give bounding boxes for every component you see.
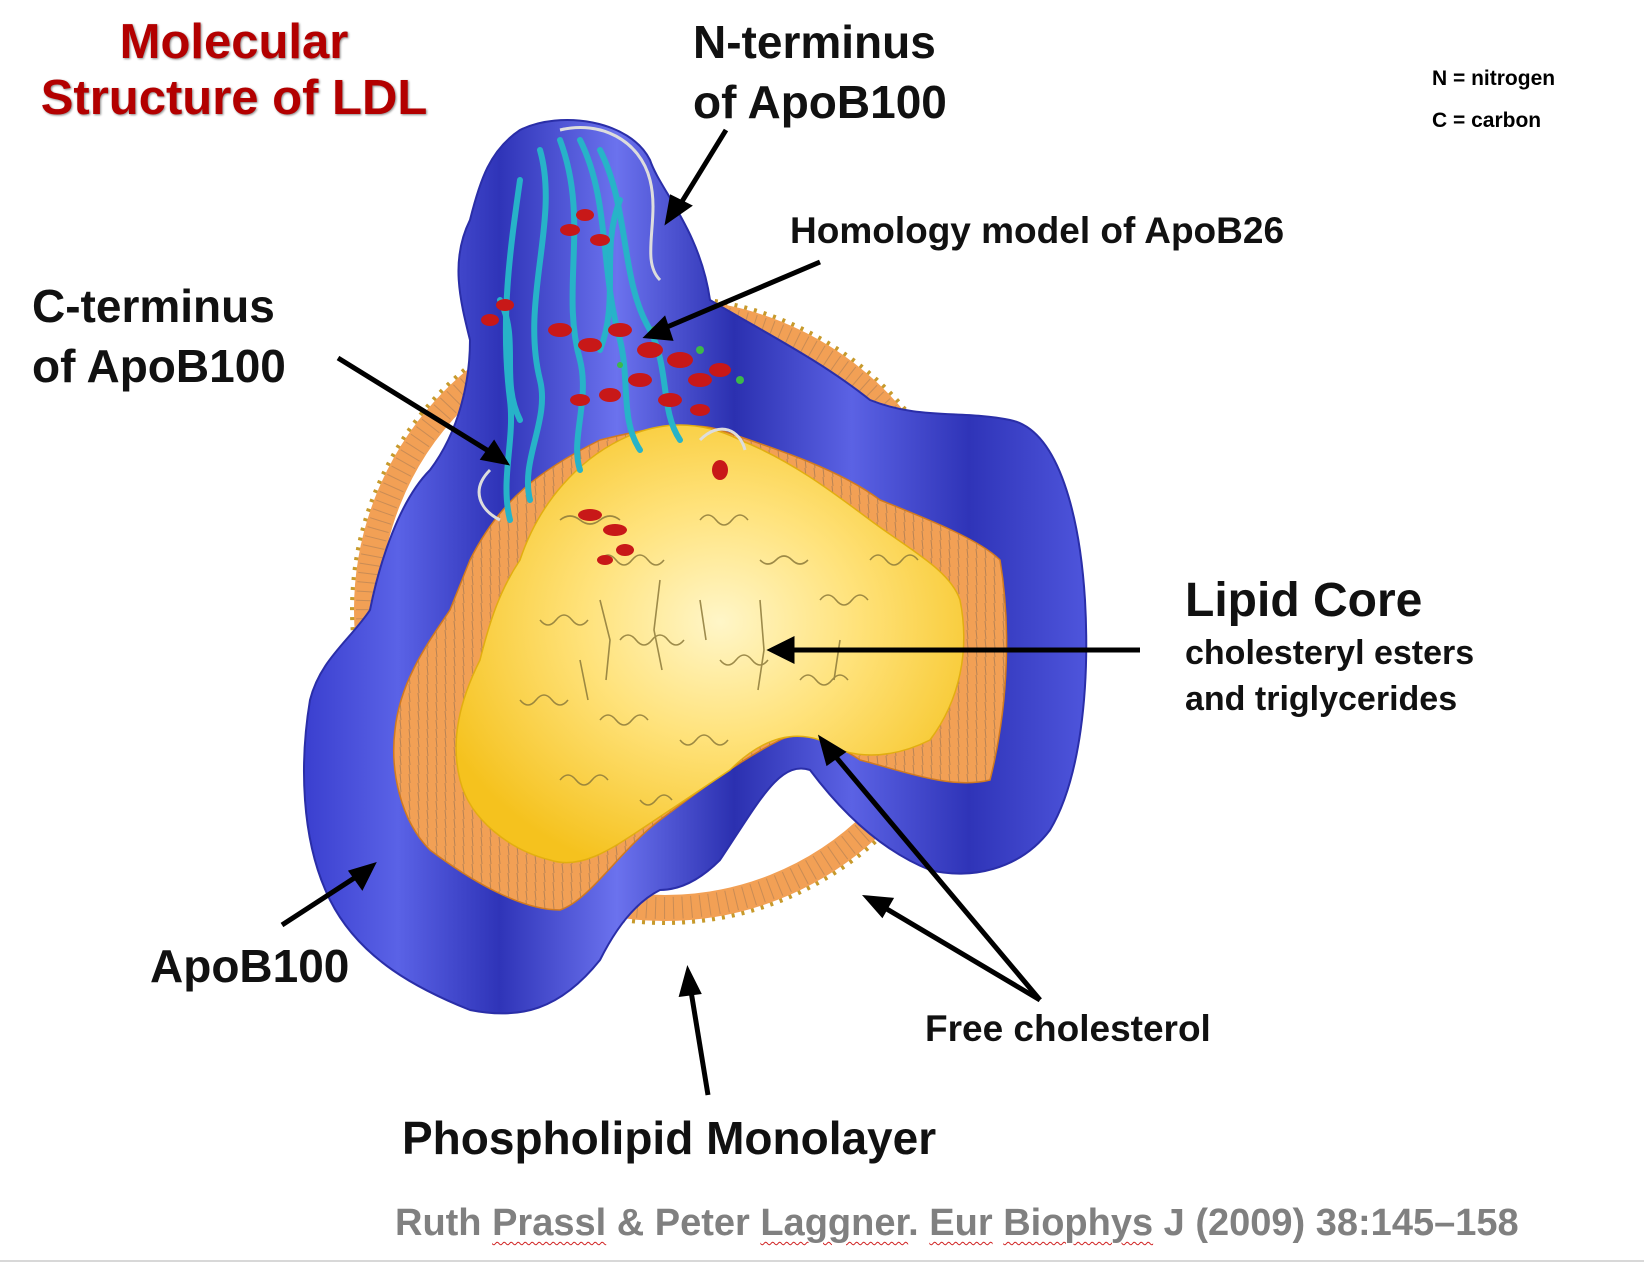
citation-eur: Eur — [929, 1202, 993, 1244]
label-free-cholesterol: Free cholesterol — [925, 1008, 1211, 1049]
label-n-terminus-line2: of ApoB100 — [693, 76, 947, 128]
arrow-lipid-core-head — [766, 635, 795, 665]
citation-part: & Peter — [606, 1202, 761, 1244]
arrow-c-terminus-head — [479, 439, 511, 466]
label-lipid-core-title: Lipid Core — [1185, 574, 1423, 627]
legend-carbon: C = carbon — [1432, 109, 1542, 132]
bottom-divider — [0, 1260, 1644, 1262]
apob26-ribbon-model — [477, 125, 747, 565]
citation-part — [993, 1202, 1004, 1244]
label-apob100: ApoB100 — [150, 940, 350, 992]
arrow-free-cholesterol-2 — [878, 902, 1042, 1003]
arrow-free-cholesterol-1 — [828, 748, 1042, 1002]
label-c-terminus-line2: of ApoB100 — [32, 340, 286, 392]
page-title: Molecular Structure of LDL — [4, 14, 464, 126]
arrow-phospholipid — [687, 984, 711, 1096]
arrow-free-cholesterol-1-head — [817, 734, 847, 767]
label-n-terminus: N-terminus of ApoB100 — [693, 12, 947, 132]
label-lipid-core-line2: cholesteryl esters — [1185, 634, 1475, 672]
title-line-1: Molecular — [119, 15, 349, 69]
label-c-terminus-line1: C-terminus — [32, 280, 275, 332]
arrow-free-cholesterol-2-head — [862, 894, 895, 919]
arrow-homology-head — [642, 315, 674, 341]
citation-laggner: Laggner — [760, 1202, 909, 1244]
arrow-c-terminus — [336, 355, 497, 458]
citation-biophys: Biophys — [1003, 1202, 1154, 1244]
label-n-terminus-line1: N-terminus — [693, 16, 936, 68]
annotation-arrows — [280, 128, 1140, 1096]
citation-part: . — [908, 1202, 930, 1244]
arrow-phospholipid-head — [678, 965, 702, 997]
arrow-homology — [659, 259, 821, 333]
arrow-n-terminus-head — [664, 194, 693, 226]
title-line-2: Structure of LDL — [40, 71, 428, 125]
citation-part: Ruth — [395, 1202, 493, 1244]
label-lipid-core: Lipid Core cholesteryl esters and trigly… — [1185, 572, 1474, 722]
label-homology-model: Homology model of ApoB26 — [790, 210, 1285, 251]
label-phospholipid-monolayer: Phospholipid Monolayer — [402, 1112, 937, 1164]
citation-prassl: Prassl — [492, 1202, 607, 1244]
arrow-n-terminus — [675, 128, 729, 210]
label-lipid-core-line3: and triglycerides — [1185, 680, 1458, 718]
lipid-molecules — [519, 514, 919, 806]
legend-nitrogen: N = nitrogen — [1432, 67, 1556, 90]
element-legend: N = nitrogen C = carbon — [1432, 58, 1555, 142]
citation-part: J (2009) 38:145–158 — [1153, 1202, 1519, 1244]
citation: Ruth Prassl & Peter Laggner. Eur Biophys… — [395, 1202, 1519, 1245]
label-c-terminus: C-terminus of ApoB100 — [32, 276, 286, 396]
arrow-apob100-head — [347, 861, 377, 891]
arrow-apob100 — [280, 870, 364, 928]
